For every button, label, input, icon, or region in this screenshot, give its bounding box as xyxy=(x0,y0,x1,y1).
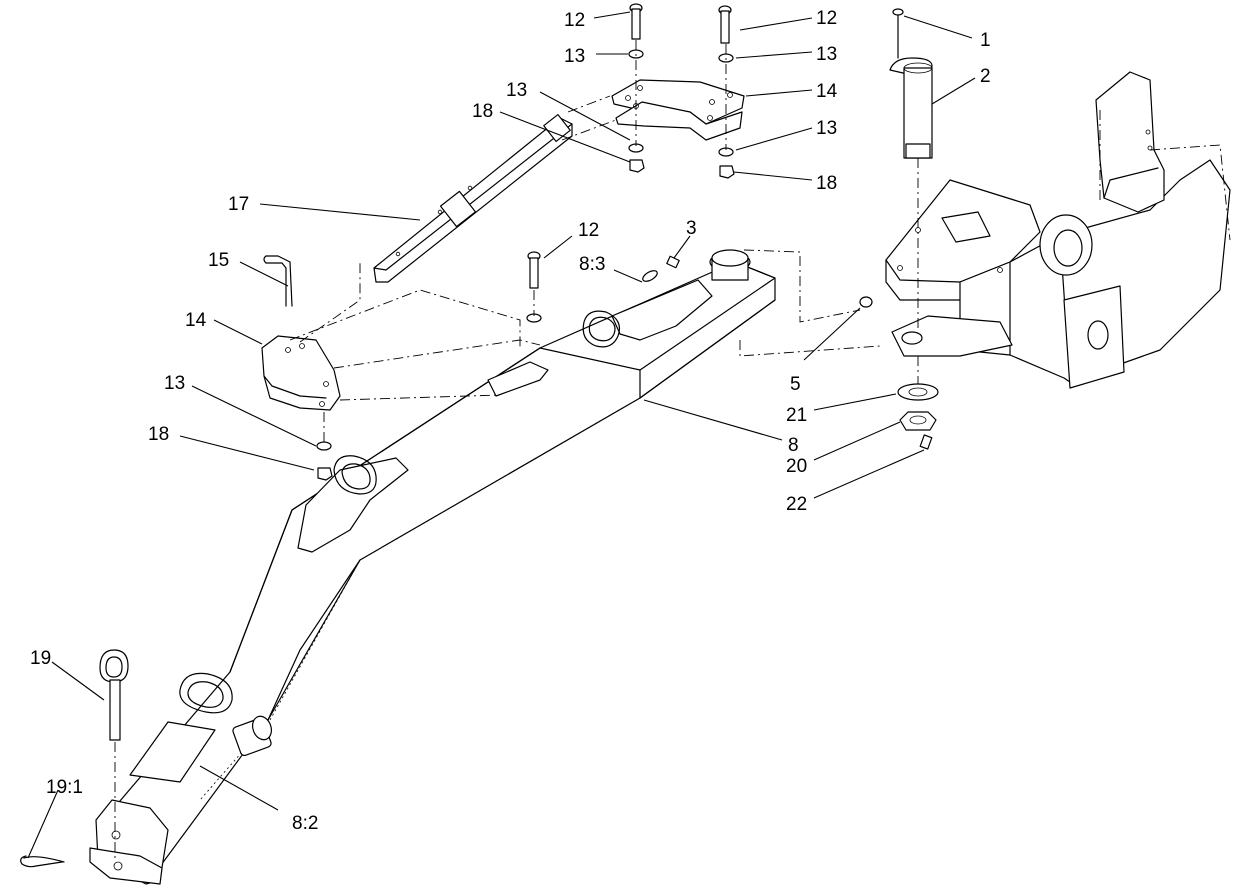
callout-14-b: 14 xyxy=(185,310,207,331)
callout-1: 1 xyxy=(980,30,991,51)
callout-12-a: 12 xyxy=(564,10,585,31)
callout-13-e: 13 xyxy=(164,373,185,394)
callout-13-c: 13 xyxy=(506,80,527,101)
lower-clamp-plate xyxy=(261,249,881,481)
callout-2: 2 xyxy=(980,66,991,87)
mount-bracket xyxy=(885,71,1231,389)
callout-8: 8 xyxy=(788,435,799,456)
callout-labels: 12 13 12 13 14 13 18 13 18 1 2 17 12 3 8… xyxy=(30,8,991,834)
callout-8-2: 8:2 xyxy=(292,813,318,834)
main-arm xyxy=(89,249,776,885)
callout-14-a: 14 xyxy=(816,81,838,102)
callout-5: 5 xyxy=(790,374,801,395)
pivot-pin-assembly xyxy=(859,8,939,450)
callout-17: 17 xyxy=(228,194,249,215)
callout-8-3: 8:3 xyxy=(579,254,605,275)
callout-21: 21 xyxy=(786,405,807,426)
callout-12-c: 12 xyxy=(578,220,599,241)
callout-19: 19 xyxy=(30,648,51,669)
hitch-pin xyxy=(20,649,129,868)
callout-18-b: 18 xyxy=(816,173,837,194)
callout-13-d: 13 xyxy=(816,118,837,139)
callout-3: 3 xyxy=(686,218,697,239)
support-tube xyxy=(373,95,617,283)
upper-clamp-plates xyxy=(611,3,745,179)
callout-13-a: 13 xyxy=(564,46,585,67)
leader-lines xyxy=(27,11,976,859)
callout-22: 22 xyxy=(786,494,807,515)
callout-12-b: 12 xyxy=(816,8,837,29)
callout-15: 15 xyxy=(208,250,229,271)
callout-19-1: 19:1 xyxy=(46,777,83,798)
callout-13-b: 13 xyxy=(816,44,837,65)
callout-20: 20 xyxy=(786,456,807,477)
callout-18-c: 18 xyxy=(148,424,169,445)
callout-18-a: 18 xyxy=(472,101,493,122)
